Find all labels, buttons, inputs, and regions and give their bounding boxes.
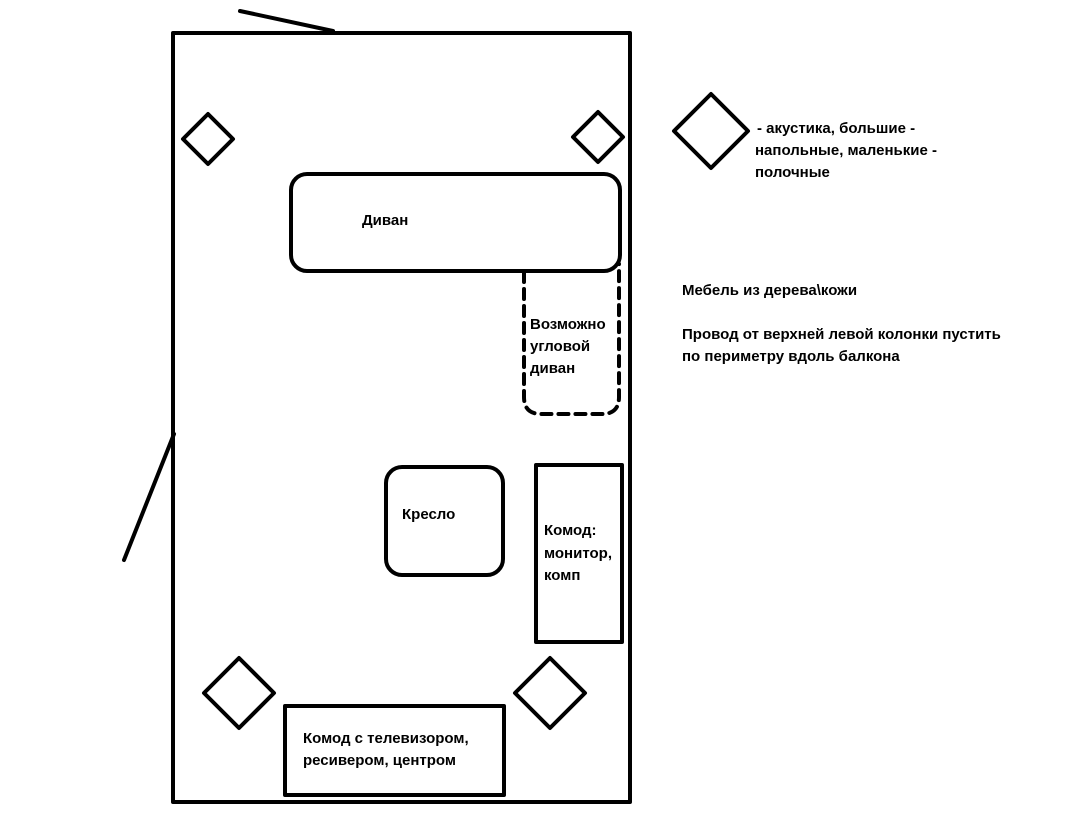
armchair-label: Кресло bbox=[402, 506, 456, 523]
tv-dresser-label-line-2: ресивером, центром bbox=[303, 752, 456, 769]
sofa-label: Диван bbox=[362, 212, 409, 229]
legend-acoustics-line-2: напольные, маленькие - bbox=[755, 142, 937, 159]
tv-dresser-shape bbox=[283, 704, 506, 797]
left-door-leaf bbox=[122, 432, 176, 562]
tv-dresser-label-line-1: Комод с телевизором, bbox=[303, 730, 469, 747]
dresser-monitor-label-line-3: комп bbox=[544, 567, 581, 584]
legend-acoustics-line-1: - акустика, большие - bbox=[757, 120, 916, 137]
dresser-monitor-shape bbox=[534, 463, 624, 644]
speaker-large-bottom-right bbox=[513, 656, 587, 730]
legend-acoustics-line-3: полочные bbox=[755, 164, 830, 181]
room-outline bbox=[171, 31, 632, 804]
corner-sofa-label-line-3: диван bbox=[530, 360, 576, 377]
armchair-shape bbox=[384, 465, 505, 577]
legend-wire-note-line-2: по периметру вдоль балкона bbox=[682, 348, 900, 365]
legend-furniture-note: Мебель из дерева\кожи bbox=[682, 282, 858, 299]
speaker-small-top-left bbox=[181, 112, 235, 166]
sofa-shape bbox=[289, 172, 622, 273]
dresser-monitor-label-line-1: Комод: bbox=[544, 522, 597, 539]
speaker-large-bottom-left bbox=[202, 656, 276, 730]
legend-speaker-icon bbox=[672, 92, 750, 170]
legend-wire-note-line-1: Провод от верхней левой колонки пустить bbox=[682, 326, 1001, 343]
top-door-leaf bbox=[238, 9, 335, 33]
corner-sofa-label-line-1: Возможно bbox=[530, 316, 606, 333]
dresser-monitor-label-line-2: монитор, bbox=[544, 545, 612, 562]
speaker-small-top-right bbox=[571, 110, 625, 164]
corner-sofa-label-line-2: угловой bbox=[530, 338, 591, 355]
